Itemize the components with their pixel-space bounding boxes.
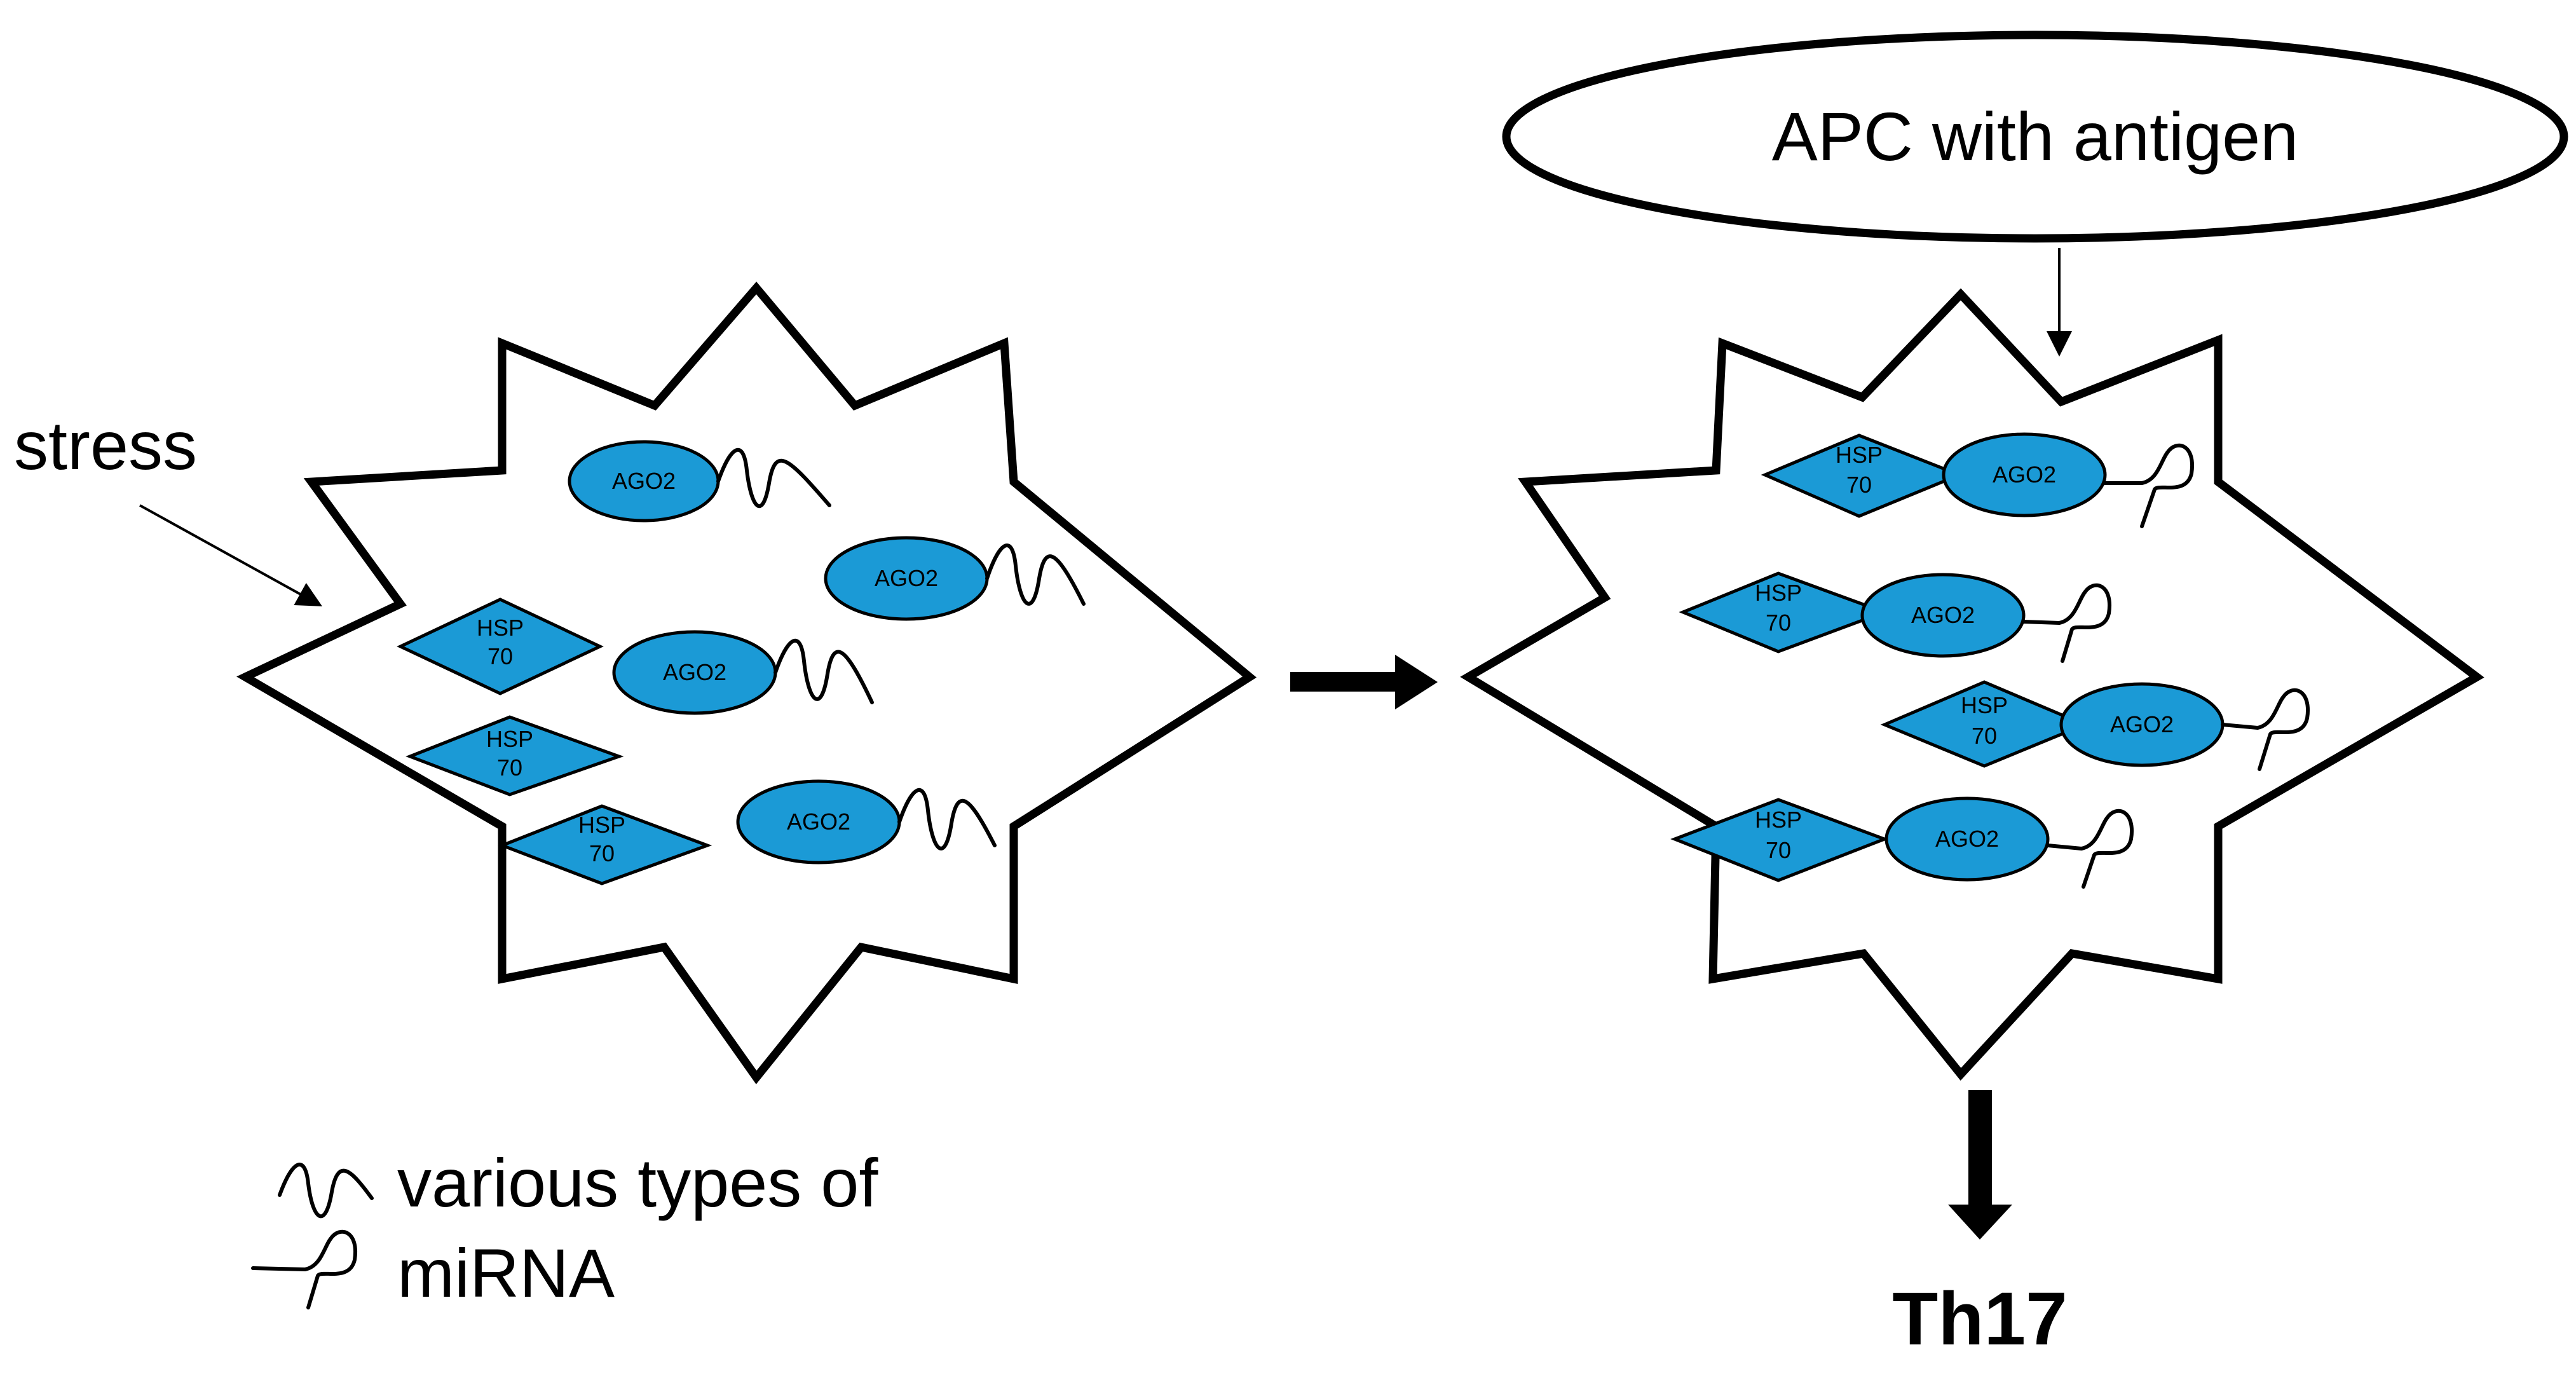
mirna-strand: [2022, 583, 2112, 663]
ago2-label: AGO2: [1911, 602, 1975, 628]
ago2-label: AGO2: [612, 468, 676, 494]
legend: various types of miRNA: [251, 1144, 878, 1311]
hsp70-shape: [1670, 798, 1890, 882]
legend-line1: various types of: [397, 1144, 878, 1221]
ago2-label: AGO2: [1993, 461, 2056, 488]
right-cell-contents: HSP 70 AGO2 HSP 70 AGO2 HSP 70 AGO2 HSP …: [1670, 432, 2310, 889]
apc-ellipse: [1502, 31, 2568, 243]
stress-arrow: [139, 504, 322, 606]
mirna-strand: [773, 638, 874, 704]
ago2-complex: AGO2: [824, 536, 1086, 621]
apc-label: APC with antigen: [1772, 98, 2298, 175]
hsp70-label-line1: HSP: [1755, 580, 1802, 606]
hsp70-protein: HSP 70: [498, 804, 712, 885]
hsp70-label-line2: 70: [589, 840, 615, 866]
hsp70-label-line1: HSP: [578, 812, 625, 838]
right-cell: [1460, 288, 2484, 1081]
ago2-complex: AGO2: [736, 779, 997, 864]
hsp70-label-line2: 70: [1846, 472, 1872, 498]
hsp70-shape: [397, 598, 604, 695]
th17-label: Th17: [1892, 1277, 2067, 1361]
hsp70-shape: [498, 804, 712, 885]
down-arrow: [1948, 1090, 2012, 1240]
mirna-strand: [716, 448, 831, 509]
legend-zigzag-icon: [278, 1163, 374, 1219]
hsp70-protein: HSP 70: [405, 715, 624, 796]
hsp70-ago2-complex: HSP 70 AGO2: [1670, 796, 2134, 889]
ago2-complex: AGO2: [612, 630, 874, 715]
ago2-label: AGO2: [1935, 826, 1999, 852]
legend-line2: miRNA: [397, 1234, 615, 1311]
hsp70-label-line2: 70: [1766, 837, 1791, 863]
hsp70-shape: [405, 715, 624, 796]
hsp70-label-line2: 70: [1972, 723, 1997, 749]
mirna-strand: [897, 788, 997, 851]
legend-loop-icon: [251, 1229, 358, 1309]
transition-arrow: [1290, 655, 1438, 709]
mirna-strand: [985, 543, 1086, 606]
mirna-strand: [2046, 809, 2134, 889]
stress-label: stress: [14, 407, 197, 484]
ago2-protein: [1942, 432, 2107, 517]
hsp70-label-line1: HSP: [486, 726, 533, 752]
hsp70-label-line1: HSP: [1836, 442, 1883, 468]
ago2-protein: [1884, 796, 2050, 882]
right-cell-outline: [1460, 288, 2484, 1081]
mirna-strand: [2103, 443, 2195, 528]
apc-with-antigen: APC with antigen: [1502, 31, 2568, 243]
hsp70-ago2-complex: HSP 70 AGO2: [1679, 571, 2112, 663]
hsp70-label-line2: 70: [1766, 610, 1791, 636]
hsp70-label-line1: HSP: [1755, 807, 1802, 833]
ago2-complex: AGO2: [568, 440, 831, 523]
mirna-strand: [2221, 688, 2310, 771]
ago2-label: AGO2: [2110, 711, 2174, 737]
hsp70-label-line2: 70: [497, 755, 522, 781]
ago2-label: AGO2: [663, 659, 726, 685]
hsp70-label-line1: HSP: [477, 615, 524, 641]
left-cell-contents: AGO2 AGO2 AGO2 AGO2 HSP 70 HSP 70: [397, 440, 1086, 885]
hsp70-label-line1: HSP: [1961, 692, 2008, 718]
ago2-protein: [1860, 573, 2026, 658]
ago2-label: AGO2: [875, 565, 938, 591]
hsp70-protein: HSP 70: [397, 598, 604, 695]
ago2-label: AGO2: [787, 809, 850, 835]
hsp70-label-line2: 70: [487, 643, 513, 669]
hsp70-ago2-complex: HSP 70 AGO2: [1761, 432, 2195, 528]
hsp70-ago2-complex: HSP 70 AGO2: [1880, 680, 2310, 771]
